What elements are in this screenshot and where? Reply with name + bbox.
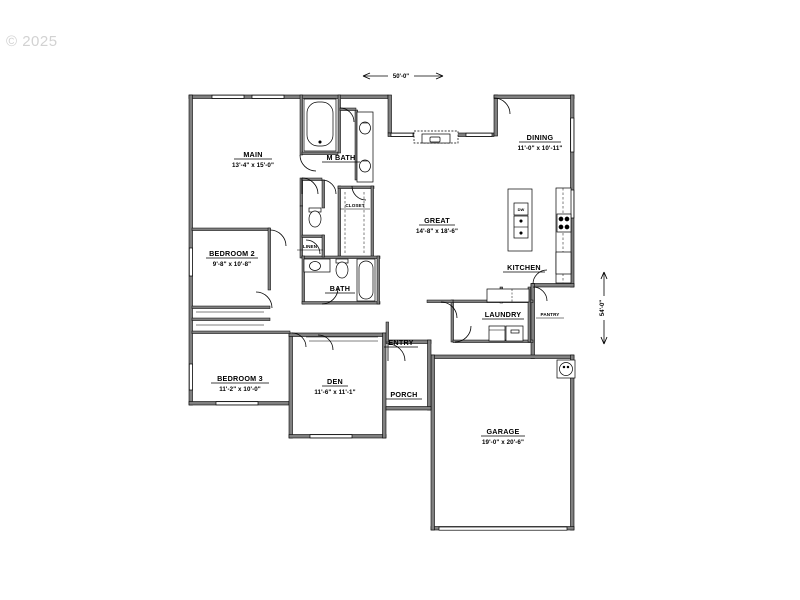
svg-text:11'-0" x 10'-11": 11'-0" x 10'-11" <box>518 145 563 152</box>
fixture-water-heater <box>556 359 576 379</box>
overall-depth-dimension: 54'-0" <box>599 271 609 345</box>
room-labels: MAIN 13'-4" x 15'-0" M BATH CLOSET LINEN… <box>206 133 564 446</box>
svg-text:14'-8" x 18'-6": 14'-8" x 18'-6" <box>416 228 458 235</box>
room-label-laundry: LAUNDRY <box>482 310 524 320</box>
svg-text:11'-2" x 10'-0": 11'-2" x 10'-0" <box>219 386 261 393</box>
copyright-watermark: © 2025 <box>6 33 58 50</box>
fixture-cooktop <box>556 213 572 233</box>
room-label-closet: CLOSET <box>340 203 370 210</box>
room-label-linen: LINEN <box>297 244 323 251</box>
fixture-master-double-vanity <box>356 111 374 183</box>
svg-text:M BATH: M BATH <box>327 153 356 162</box>
room-label-great: GREAT 14'-8" x 18'-6" <box>416 216 458 235</box>
svg-text:BEDROOM 3: BEDROOM 3 <box>217 374 263 383</box>
svg-text:GARAGE: GARAGE <box>486 427 519 436</box>
fixture-bath-sink <box>303 258 331 273</box>
overall-width-label: 50'-0" <box>393 74 409 80</box>
fixture-washer-dryer <box>488 325 524 342</box>
fixture-master-toilet <box>308 207 322 228</box>
windows <box>188 94 575 531</box>
fixture-fireplace <box>413 130 459 144</box>
svg-text:DEN: DEN <box>327 377 343 386</box>
fixture-master-bathtub <box>303 98 337 152</box>
svg-text:19'-0" x 20'-6": 19'-0" x 20'-6" <box>482 439 524 446</box>
overall-width-dimension: 50'-0" <box>362 71 444 80</box>
svg-text:MAIN: MAIN <box>243 150 262 159</box>
svg-text:KITCHEN: KITCHEN <box>507 263 541 272</box>
room-label-pantry: PANTRY <box>536 312 564 319</box>
door-swings <box>255 97 548 362</box>
svg-text:13'-4" x 15'-0": 13'-4" x 15'-0" <box>232 162 274 169</box>
room-label-bedroom3: BEDROOM 3 11'-2" x 10'-0" <box>211 374 269 393</box>
dishwasher-label: DW <box>518 207 525 212</box>
svg-text:GREAT: GREAT <box>424 216 450 225</box>
room-label-mbath: M BATH <box>322 153 360 163</box>
svg-text:11'-6" x 11'-1": 11'-6" x 11'-1" <box>314 389 355 396</box>
room-label-garage: GARAGE 19'-0" x 20'-6" <box>481 427 525 446</box>
fixture-laundry-counter <box>486 288 530 303</box>
room-label-den: DEN 11'-6" x 11'-1" <box>314 377 355 396</box>
svg-text:PANTRY: PANTRY <box>541 312 560 317</box>
room-label-bedroom2: BEDROOM 2 9'-8" x 10'-8" <box>206 249 258 268</box>
room-label-main: MAIN 13'-4" x 15'-0" <box>232 150 274 169</box>
svg-text:ENTRY: ENTRY <box>388 338 413 347</box>
hall-closet-shelves <box>196 192 378 342</box>
svg-text:CLOSET: CLOSET <box>345 203 364 208</box>
kitchen-island <box>507 188 533 252</box>
svg-text:BATH: BATH <box>330 284 350 293</box>
overall-depth-label: 54'-0" <box>600 300 606 316</box>
room-label-dining: DINING 11'-0" x 10'-11" <box>518 133 563 152</box>
svg-text:LINEN: LINEN <box>303 244 318 249</box>
svg-text:9'-8" x 10'-8": 9'-8" x 10'-8" <box>213 261 251 268</box>
fixture-bath-tub <box>356 258 376 302</box>
room-label-porch: PORCH <box>386 390 422 400</box>
svg-text:PORCH: PORCH <box>390 390 417 399</box>
room-label-entry: ENTRY <box>384 338 418 348</box>
room-label-bath: BATH <box>325 284 355 294</box>
kitchen-counter-run <box>555 187 572 284</box>
fixture-bath-toilet <box>335 258 349 279</box>
svg-text:BEDROOM 2: BEDROOM 2 <box>209 249 255 258</box>
svg-text:LAUNDRY: LAUNDRY <box>485 310 522 319</box>
svg-text:DINING: DINING <box>527 133 554 142</box>
room-label-kitchen: KITCHEN <box>503 263 545 273</box>
